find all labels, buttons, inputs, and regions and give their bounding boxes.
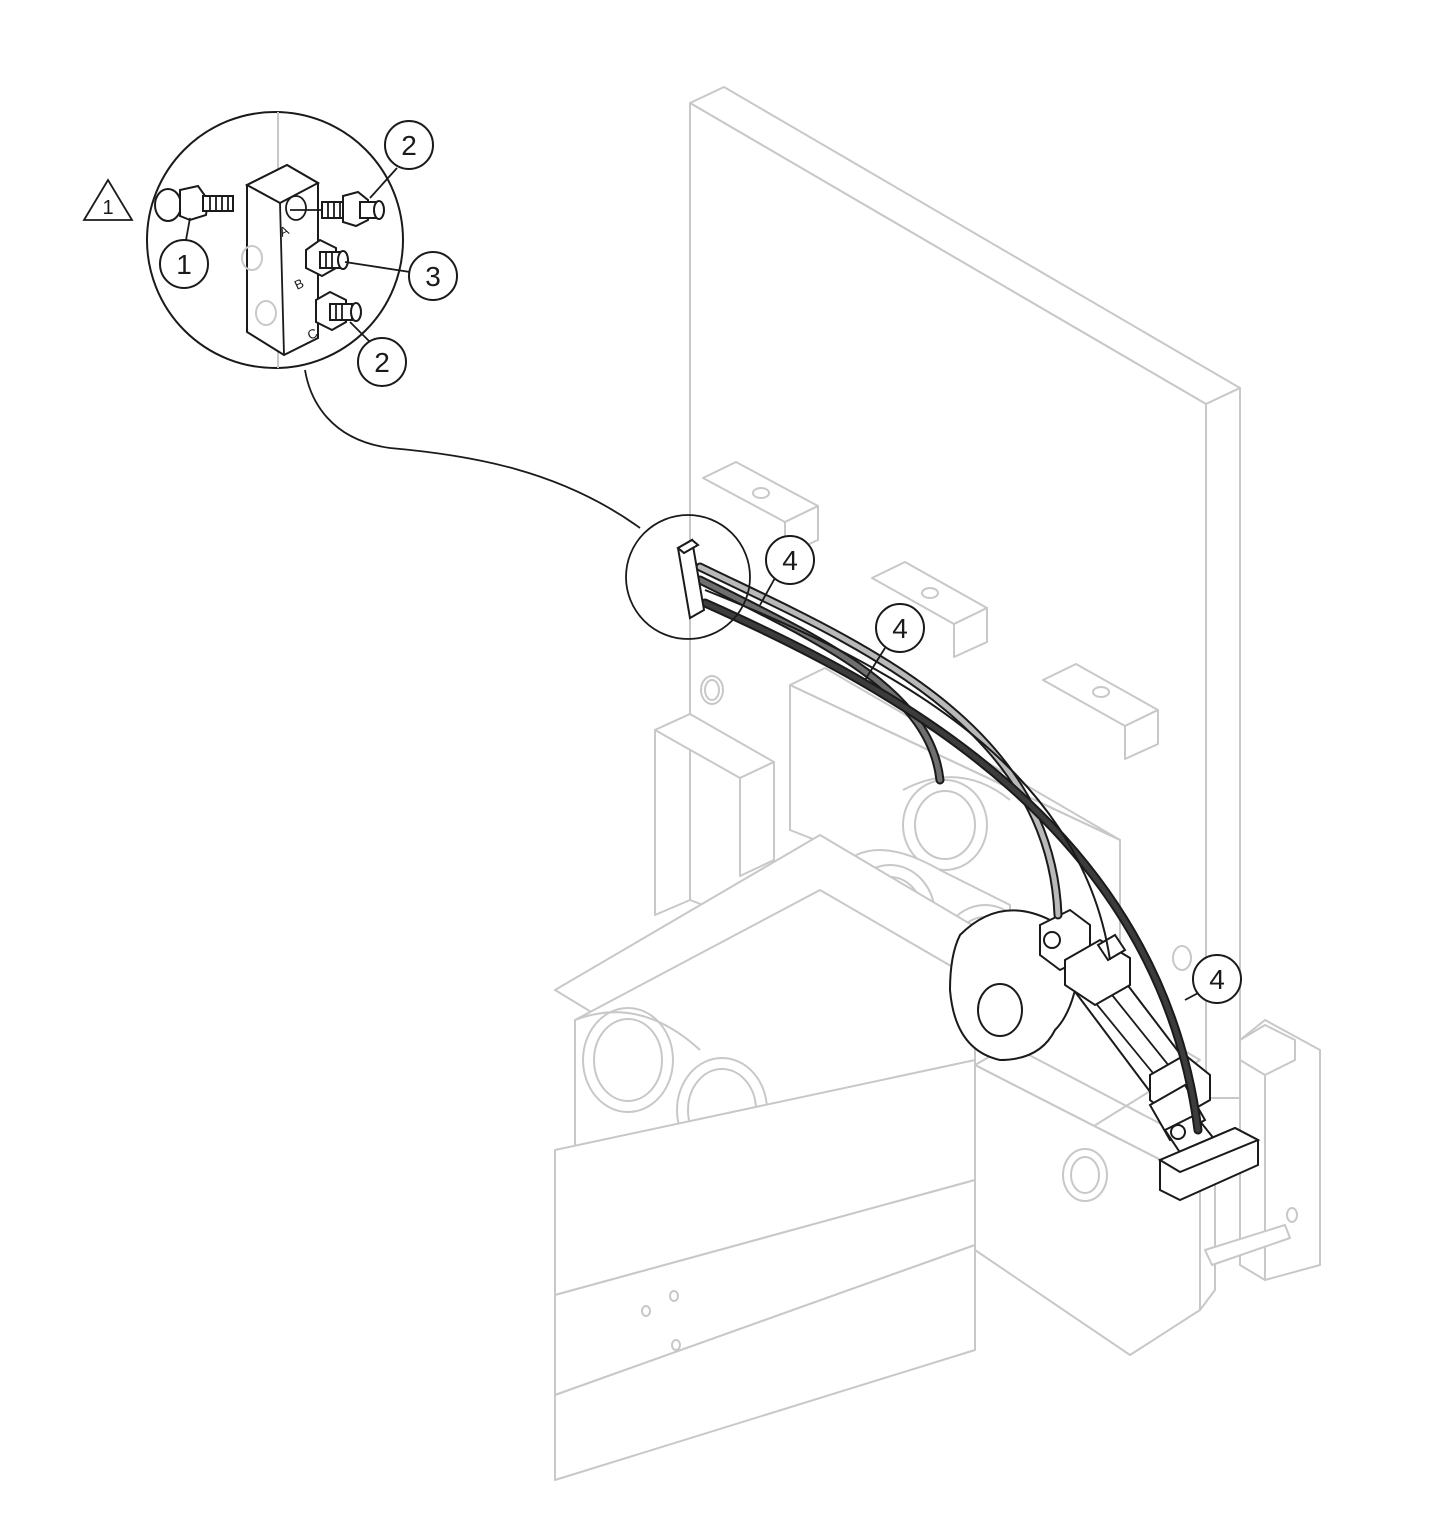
callout-2-top-label: 2 — [401, 130, 417, 161]
callout-4-upper-label: 4 — [782, 545, 798, 576]
bore-block-upper — [902, 776, 1011, 871]
detail-source-circle — [625, 514, 751, 640]
callout-2-bottom: 2 — [349, 321, 407, 387]
latch-arm — [1204, 1224, 1291, 1266]
hoses — [695, 562, 1203, 1135]
callout-1: 1 — [159, 217, 209, 289]
magnified-detail: A B C — [146, 111, 404, 369]
right-post — [1239, 1019, 1321, 1281]
warning-triangle-icon: 1 — [82, 178, 134, 221]
callout-4-middle-label: 4 — [892, 613, 908, 644]
callout-3-label: 3 — [425, 261, 441, 292]
bracket-middle — [871, 561, 988, 658]
port-a-hole — [285, 195, 307, 221]
detail-leader-line — [304, 369, 641, 529]
main-beam-bottom — [554, 1244, 976, 1481]
callout-2-bottom-label: 2 — [374, 347, 390, 378]
fitting-port-a — [290, 190, 385, 228]
plug-fitting — [154, 184, 234, 222]
actuator-assembly — [948, 908, 1261, 1202]
plate-hole — [700, 675, 724, 705]
callout-2-top: 2 — [369, 120, 434, 199]
fitting-port-c — [315, 290, 362, 332]
callout-4-lower-label: 4 — [1209, 964, 1225, 995]
bracket-lower — [1042, 663, 1159, 760]
callout-4-lower: 4 — [1184, 954, 1242, 1004]
callout-3: 3 — [344, 251, 458, 301]
fitting-port-b — [305, 238, 349, 278]
bracket-top — [702, 461, 819, 556]
warning-number: 1 — [102, 197, 113, 219]
cam-bore — [977, 983, 1023, 1037]
hydraulic-cylinder — [1064, 933, 1261, 1202]
callout-4-upper: 4 — [759, 535, 815, 606]
callout-1-label: 1 — [176, 249, 192, 280]
callout-4-middle: 4 — [864, 603, 925, 681]
